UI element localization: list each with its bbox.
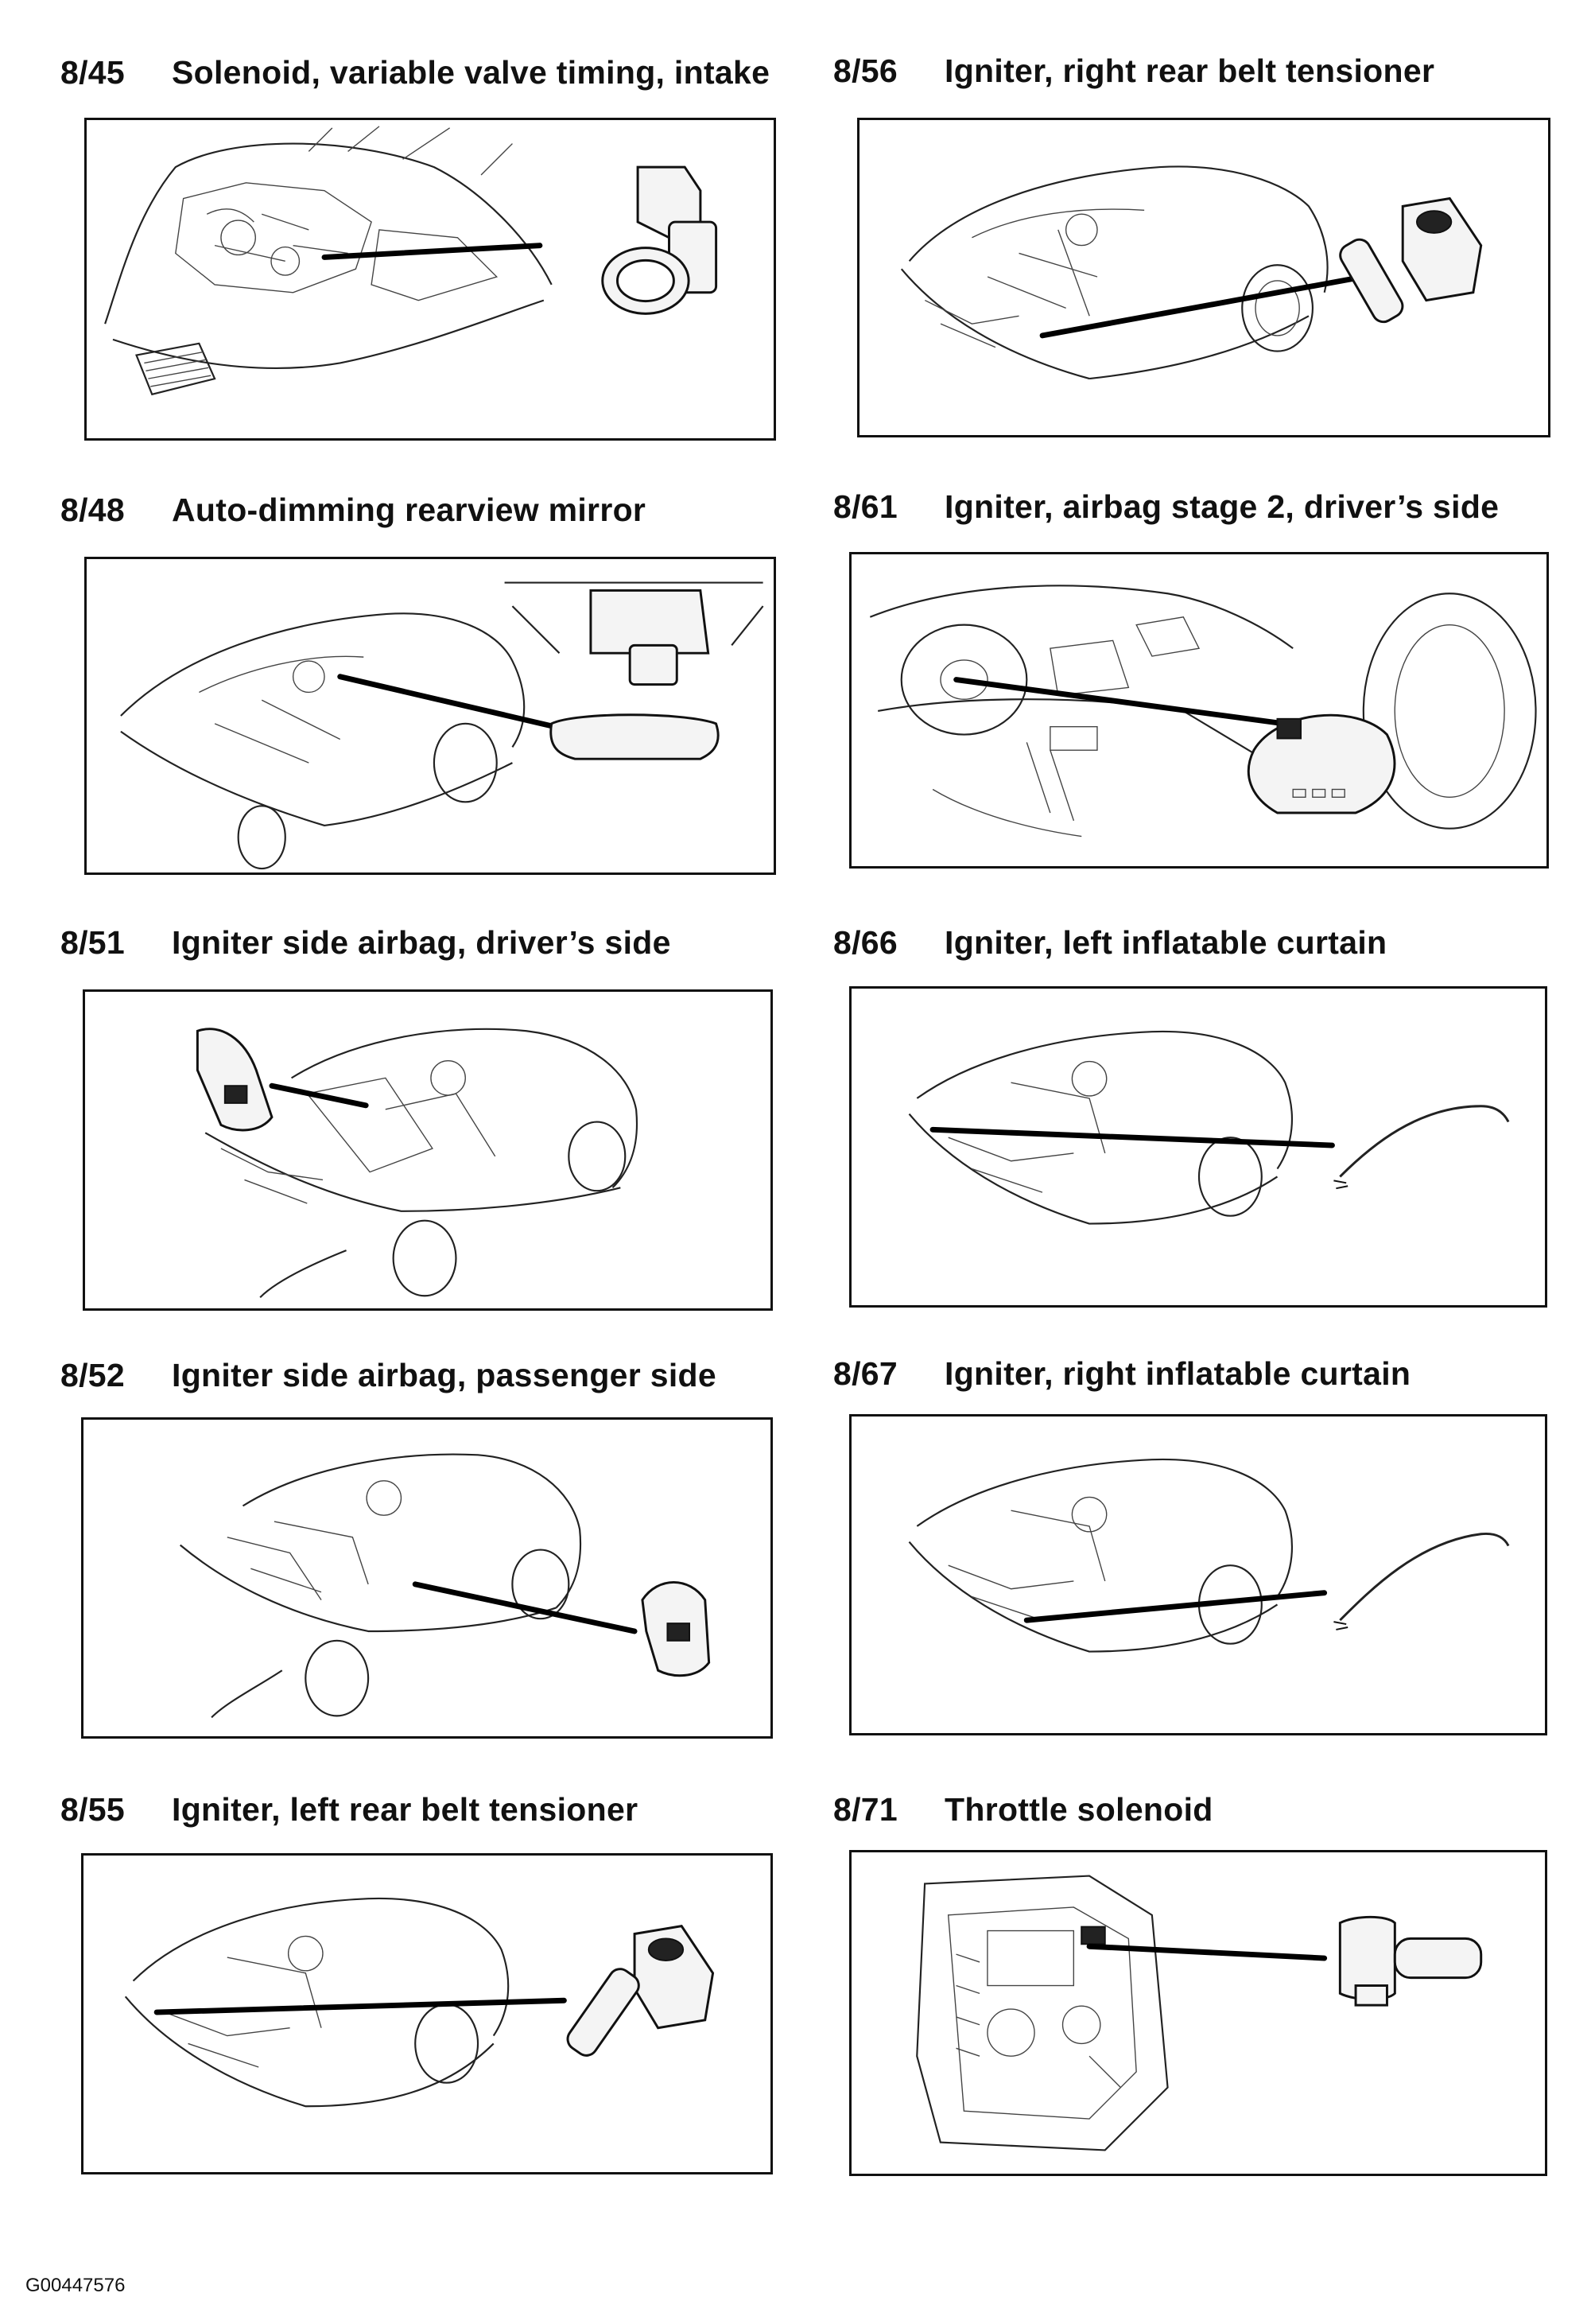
- car-drawing: [179, 1453, 711, 1719]
- panel-number: 8/51: [60, 924, 125, 961]
- illustration-engine-bay-solenoid: [84, 118, 776, 441]
- illustration-car-belt-tensioner-right: [857, 118, 1550, 437]
- panel-label: Igniter, right inflatable curtain: [945, 1355, 1411, 1392]
- panel-label: Igniter, right rear belt tensioner: [945, 52, 1435, 89]
- panel-label: Igniter, airbag stage 2, driver’s side: [945, 488, 1500, 525]
- illustration-car-side-airbag-driver: [83, 989, 773, 1311]
- car-drawing: [196, 1028, 638, 1298]
- panel-title-8-52: 8/52 Igniter side airbag, passenger side: [60, 1357, 716, 1394]
- panel-label: Igniter side airbag, driver’s side: [172, 924, 671, 961]
- illustration-car-belt-tensioner-left: [81, 1853, 773, 2174]
- illustration-car-side-airbag-passenger: [81, 1417, 773, 1739]
- car-drawing: [900, 165, 1483, 380]
- panel-number: 8/56: [833, 52, 898, 89]
- illustration-transmission-throttle-solenoid: [849, 1850, 1547, 2176]
- engine-bay-drawing: [104, 126, 718, 396]
- car-drawing: [124, 1897, 715, 2108]
- panel-title-8-66: 8/66 Igniter, left inflatable curtain: [833, 924, 1387, 962]
- panel-title-8-61: 8/61 Igniter, airbag stage 2, driver’s si…: [833, 488, 1499, 526]
- panel-number: 8/55: [60, 1791, 125, 1828]
- car-drawing: [908, 1458, 1510, 1653]
- panel-number: 8/45: [60, 54, 125, 91]
- dashboard-drawing: [869, 585, 1537, 837]
- panel-title-8-55: 8/55 Igniter, left rear belt tensioner: [60, 1791, 638, 1828]
- panel-number: 8/48: [60, 492, 125, 528]
- panel-number: 8/71: [833, 1791, 898, 1828]
- transmission-drawing: [916, 1875, 1483, 2151]
- panel-title-8-67: 8/67 Igniter, right inflatable curtain: [833, 1355, 1411, 1393]
- panel-title-8-51: 8/51 Igniter side airbag, driver’s side: [60, 924, 671, 962]
- illustration-car-curtain-right: [849, 1414, 1547, 1735]
- panel-title-8-56: 8/56 Igniter, right rear belt tensioner: [833, 52, 1434, 90]
- panel-label: Throttle solenoid: [945, 1791, 1213, 1828]
- panel-label: Igniter, left inflatable curtain: [945, 924, 1387, 961]
- panel-label: Igniter, left rear belt tensioner: [172, 1791, 638, 1828]
- panel-number: 8/52: [60, 1357, 125, 1393]
- panel-number: 8/67: [833, 1355, 898, 1392]
- panel-label: Igniter side airbag, passenger side: [172, 1357, 716, 1393]
- illustration-car-rearview-mirror: [84, 557, 776, 875]
- panel-label: Auto-dimming rearview mirror: [172, 492, 646, 528]
- panel-number: 8/61: [833, 488, 898, 525]
- illustration-car-curtain-left: [849, 986, 1547, 1308]
- panel-title-8-71: 8/71 Throttle solenoid: [833, 1791, 1213, 1828]
- panel-title-8-45: 8/45 Solenoid, variable valve timing, int…: [60, 54, 770, 91]
- figure-code: G00447576: [25, 2275, 126, 2296]
- panel-number: 8/66: [833, 924, 898, 961]
- panel-label: Solenoid, variable valve timing, intake: [172, 54, 770, 91]
- car-drawing: [120, 581, 764, 870]
- illustration-dashboard-steering-airbag: [849, 552, 1549, 869]
- car-drawing: [908, 1030, 1510, 1225]
- panel-title-8-48: 8/48 Auto-dimming rearview mirror: [60, 492, 646, 529]
